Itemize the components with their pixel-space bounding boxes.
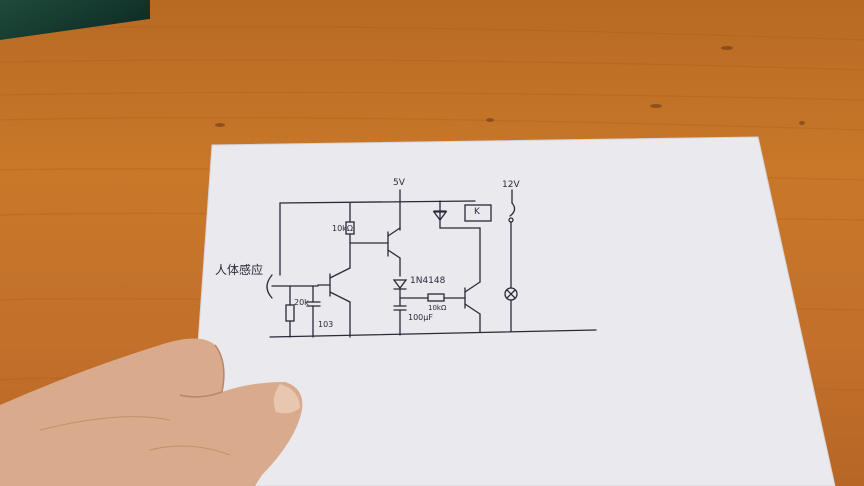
label-r-pulldown: 20k [294, 298, 309, 307]
label-5v: 5V [393, 178, 405, 188]
label-r-base: 10kΩ [332, 224, 353, 233]
label-cap-small: 103 [318, 320, 334, 329]
label-12v: 12V [502, 180, 520, 190]
circuit-drawing [266, 189, 597, 338]
label-sensor: 人体感应 [215, 263, 264, 277]
label-cap-big: 100μF [408, 313, 433, 322]
label-diode: 1N4148 [410, 276, 446, 286]
label-relay: K [474, 207, 480, 217]
label-r-second: 10kΩ [428, 304, 447, 312]
